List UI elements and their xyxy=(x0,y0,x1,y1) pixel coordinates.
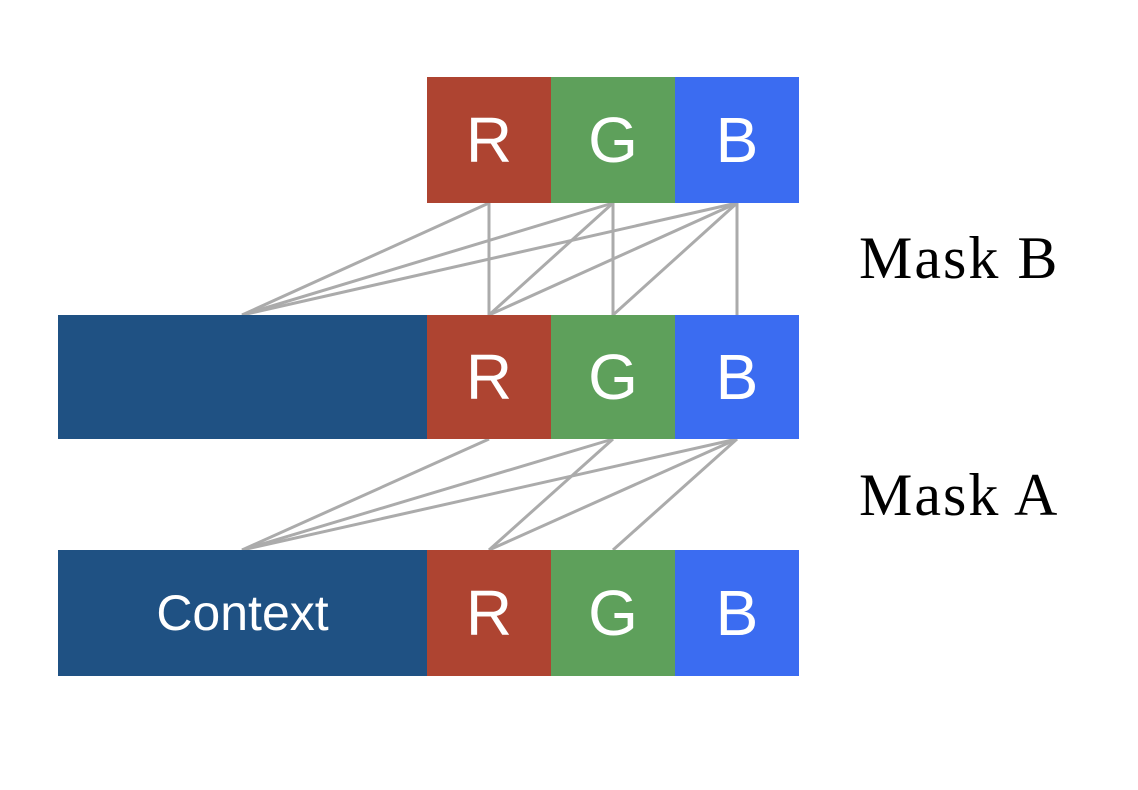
mask-b-caption: Mask B xyxy=(859,225,1060,291)
top-row-red-block: R xyxy=(427,77,551,203)
mask_b-connection-G-to-B xyxy=(611,201,739,317)
middle-row-blue-block: B xyxy=(675,315,799,439)
bottom-blue-label: B xyxy=(715,577,759,649)
bottom-context-label: Context xyxy=(156,585,329,641)
mask_a-connection-context-to-G xyxy=(241,437,614,552)
mask_b-connection-context-to-G xyxy=(241,201,614,317)
middle-row-context-block xyxy=(58,315,427,439)
top-row-blue-block: B xyxy=(675,77,799,203)
top-red-label: R xyxy=(465,104,513,176)
mask_b-connection-R-to-G xyxy=(487,201,615,317)
middle-blue-label: B xyxy=(715,341,759,413)
bottom-red-label: R xyxy=(465,577,513,649)
mask_a-connection-context-to-R xyxy=(241,437,490,552)
bottom-row-context-block: Context xyxy=(58,550,427,676)
bottom-row-red-block: R xyxy=(427,550,551,676)
bottom-green-label: G xyxy=(588,577,638,649)
mask-a-caption: Mask A xyxy=(859,462,1060,528)
bottom-row-green-block: G xyxy=(551,550,675,676)
mask_a-connection-R-to-G xyxy=(487,437,615,552)
mask_a-connection-G-to-B xyxy=(611,437,739,552)
mask_b-connection-context-to-R xyxy=(241,201,490,317)
top-row-green-block: G xyxy=(551,77,675,203)
middle-red-label: R xyxy=(465,341,513,413)
top-green-label: G xyxy=(588,104,638,176)
bottom-row-blue-block: B xyxy=(675,550,799,676)
mask_a-connection-context-to-B xyxy=(241,437,738,552)
middle-row-red-block: R xyxy=(427,315,551,439)
mask_a-connection-R-to-B xyxy=(488,437,738,552)
middle-green-label: G xyxy=(588,341,638,413)
top-blue-label: B xyxy=(715,104,759,176)
middle-row-green-block: G xyxy=(551,315,675,439)
